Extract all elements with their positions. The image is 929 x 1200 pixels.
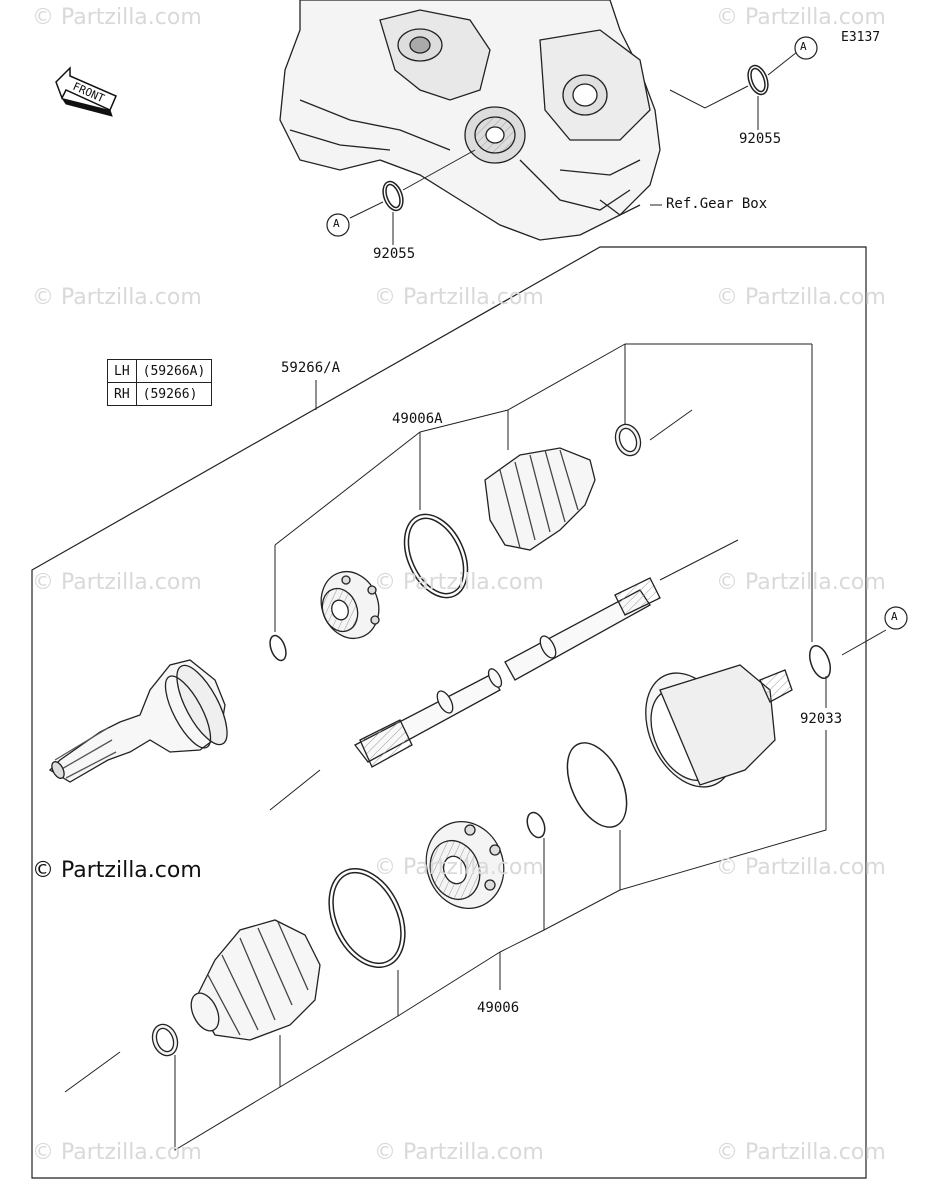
side-reference-table: LH (59266A) RH (59266) [107, 359, 213, 406]
part-number-label: 92055 [373, 246, 416, 262]
bearing-cage-upper [320, 570, 380, 640]
large-snap-ring [566, 742, 628, 828]
small-ring-lower [151, 1023, 179, 1057]
inner-cv-joint [645, 664, 793, 788]
watermark: © Partzilla.com [716, 855, 886, 880]
part-number-label: 49006A [392, 411, 443, 427]
small-ring-middle [526, 811, 546, 839]
copyright-notice: © Partzilla.com [32, 858, 202, 883]
assembly-outline [31, 246, 867, 1179]
watermark: © Partzilla.com [374, 1140, 544, 1165]
part-cell: (59266A) [135, 359, 213, 383]
watermark: © Partzilla.com [716, 285, 886, 310]
reference-marker-label: A [333, 217, 340, 230]
reference-marker-label: A [891, 610, 898, 623]
boot-band-lower [328, 867, 406, 969]
watermark: © Partzilla.com [374, 285, 544, 310]
part-cell: (59266) [135, 382, 213, 406]
part-number-label: 49006 [477, 1000, 520, 1016]
side-cell: RH [107, 382, 137, 406]
o-ring-right [747, 64, 769, 96]
ref-gear-box-label: Ref.Gear Box [666, 196, 768, 212]
watermark: © Partzilla.com [374, 570, 544, 595]
watermark: © Partzilla.com [32, 5, 202, 30]
part-number-label: 92033 [800, 711, 843, 727]
circlip-outer [808, 644, 832, 680]
diagram-code: E3137 [841, 30, 881, 45]
watermark: © Partzilla.com [716, 570, 886, 595]
watermark: © Partzilla.com [32, 1140, 202, 1165]
leader-lines-main [64, 343, 887, 1151]
leader-lines-top [349, 51, 798, 245]
watermark: © Partzilla.com [716, 1140, 886, 1165]
reference-marker-label: A [800, 40, 807, 53]
side-cell: LH [107, 359, 137, 383]
table-row: LH (59266A) [107, 359, 213, 383]
outer-cv-joint [48, 659, 228, 783]
part-number-label: 92055 [739, 131, 782, 147]
watermark: © Partzilla.com [32, 570, 202, 595]
gear-box-housing [279, 0, 661, 241]
reference-marker-a [326, 36, 908, 630]
boot-band-upper [403, 513, 469, 599]
cv-boot-lower [190, 919, 321, 1041]
bearing-cage-lower [425, 821, 505, 909]
watermark: © Partzilla.com [374, 855, 544, 880]
watermark: © Partzilla.com [716, 5, 886, 30]
o-ring-left [382, 180, 404, 212]
watermark: © Partzilla.com [32, 285, 202, 310]
drive-shaft [354, 577, 661, 768]
front-direction-icon: FRONT [55, 66, 117, 117]
circlip-inner [269, 634, 287, 662]
part-number-label: 59266/A [281, 360, 341, 376]
table-row: RH (59266) [107, 382, 213, 406]
small-ring-upper [614, 423, 642, 457]
cv-boot-upper [484, 447, 596, 551]
